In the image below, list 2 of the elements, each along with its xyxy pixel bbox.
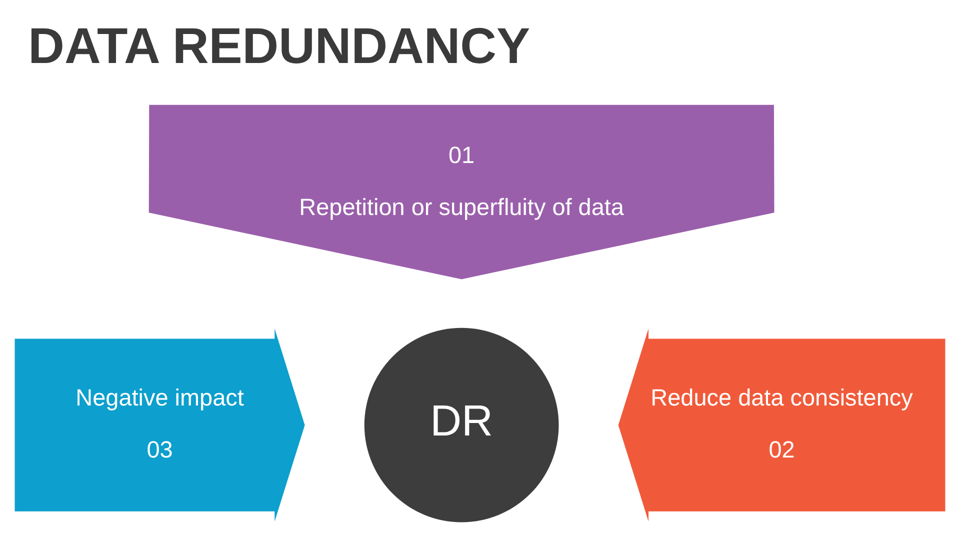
node-circle: DR xyxy=(364,328,559,522)
diagram-title: DATA REDUNDANCY xyxy=(28,16,530,74)
